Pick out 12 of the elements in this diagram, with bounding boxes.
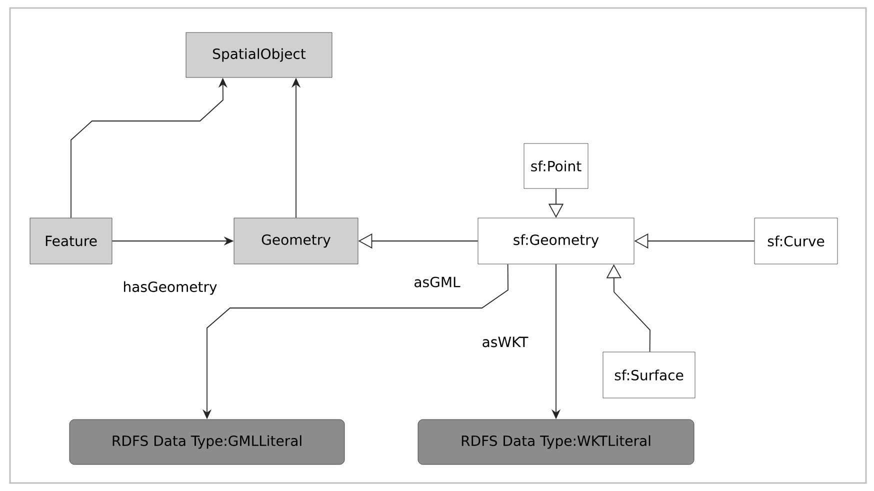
class-box: sf:Curve (754, 218, 838, 264)
edge-label: hasGeometry (122, 280, 218, 296)
datatype-box: RDFS Data Type:GMLLiteral (69, 419, 345, 465)
edge-label: asGML (412, 276, 462, 288)
datatype-box: RDFS Data Type:WKTLiteral (418, 419, 694, 465)
class-box: Feature (30, 218, 112, 264)
class-box: Geometry (234, 218, 358, 264)
class-box: sf:Surface (602, 352, 696, 398)
class-box: sf:Geometry (478, 218, 634, 264)
edge-label: asWKT (480, 336, 530, 348)
class-box: SpatialObject (186, 32, 332, 78)
class-box: sf:Point (524, 143, 588, 189)
